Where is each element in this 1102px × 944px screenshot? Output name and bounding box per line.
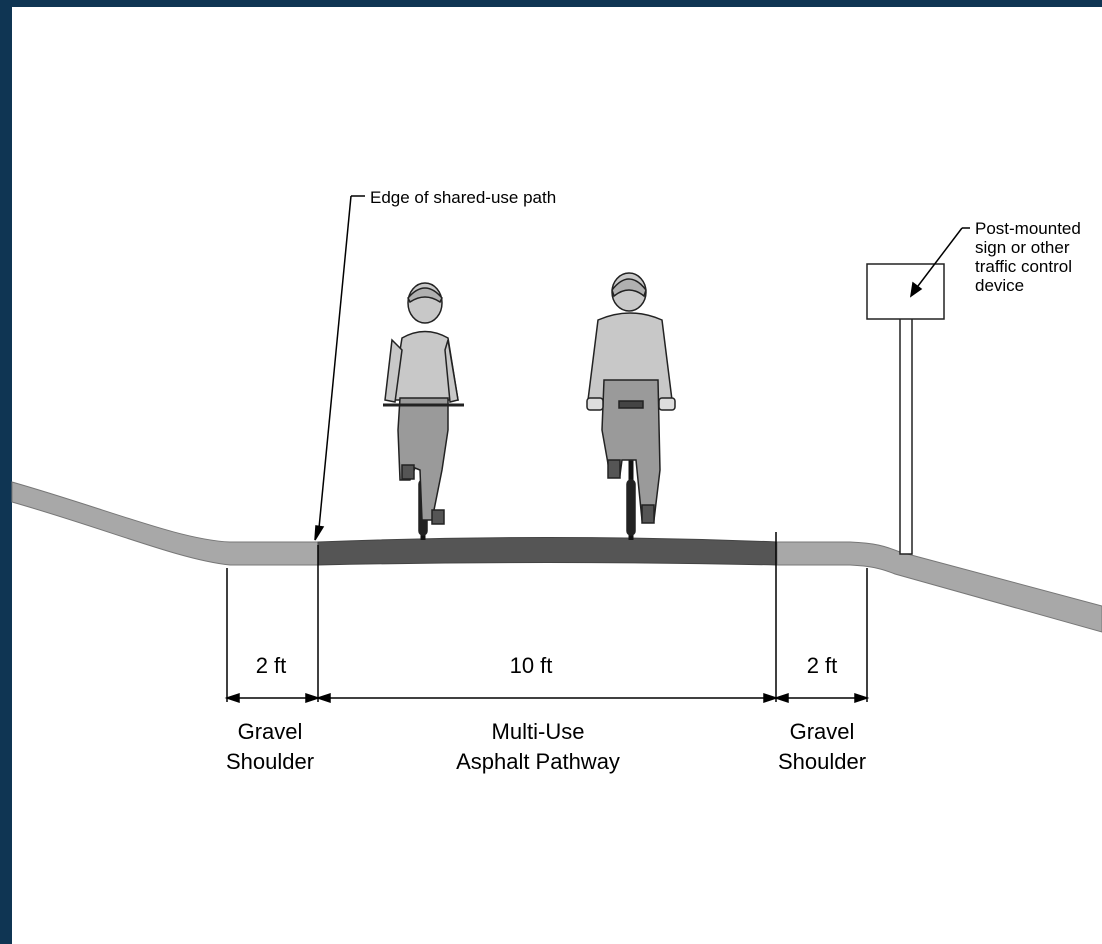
asphalt-path xyxy=(317,537,778,566)
path-zone-label: Multi-Use Asphalt Pathway xyxy=(420,717,656,777)
sign-callout-leader xyxy=(909,227,970,298)
sign-label-line1: Post-mounted xyxy=(975,219,1081,238)
right-shoulder-zone-label: Gravel Shoulder xyxy=(752,717,892,777)
sign-label-line3: traffic control xyxy=(975,257,1073,276)
left-shoulder-line1: Gravel xyxy=(237,719,303,744)
left-shoulder-zone-label: Gravel Shoulder xyxy=(200,717,340,777)
left-shoulder-dimension: 2 ft xyxy=(255,653,287,678)
path-line2: Asphalt Pathway xyxy=(456,749,620,774)
dimension-lines xyxy=(224,692,870,704)
left-slope-shoulder xyxy=(11,481,319,566)
edge-of-path-label: Edge of shared-use path xyxy=(370,188,557,207)
right-shoulder-line2: Shoulder xyxy=(777,749,867,774)
cyclist-right xyxy=(586,272,676,540)
sign-post xyxy=(866,263,945,555)
right-shoulder-line1: Gravel xyxy=(789,719,855,744)
right-shoulder-slope xyxy=(776,541,1102,633)
frame-left-border xyxy=(0,0,12,944)
frame-top-border xyxy=(0,0,1102,7)
sign-label-line4: device xyxy=(975,276,1025,295)
sign-label-line2: sign or other xyxy=(975,238,1070,257)
path-line1: Multi-Use xyxy=(491,719,585,744)
left-shoulder-line2: Shoulder xyxy=(225,749,315,774)
path-dimension: 10 ft xyxy=(509,653,553,678)
cyclist-left xyxy=(383,282,464,540)
edge-callout-leader xyxy=(314,195,365,541)
dimension-extension-lines xyxy=(226,532,868,702)
right-shoulder-dimension: 2 ft xyxy=(806,653,838,678)
